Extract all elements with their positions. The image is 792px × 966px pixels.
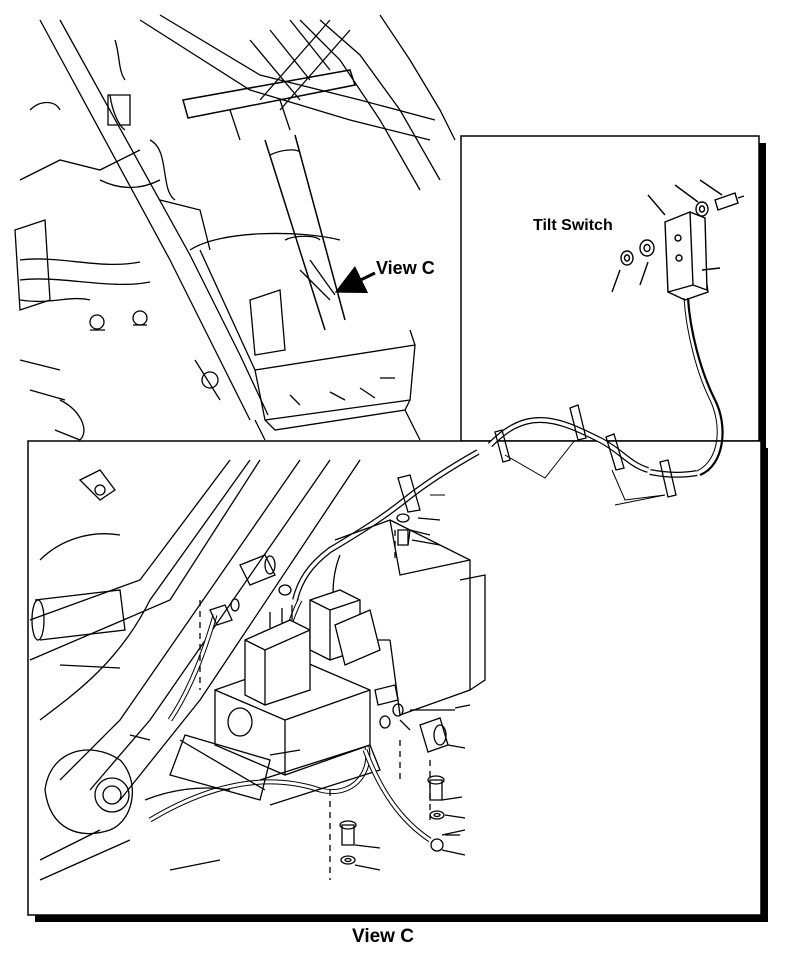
tilt-switch-label: Tilt Switch (533, 217, 613, 234)
view-c-detail (29, 459, 486, 881)
overview-view (14, 14, 456, 441)
view-c-callout-label: View C (376, 258, 435, 278)
tilt-switch-assembly (611, 179, 745, 477)
switch-cable (292, 404, 698, 601)
view-c-panel (27, 440, 768, 922)
view-c-caption: View C (352, 926, 414, 947)
tilt-switch-panel (460, 135, 766, 448)
view-c-arrow (334, 266, 376, 294)
